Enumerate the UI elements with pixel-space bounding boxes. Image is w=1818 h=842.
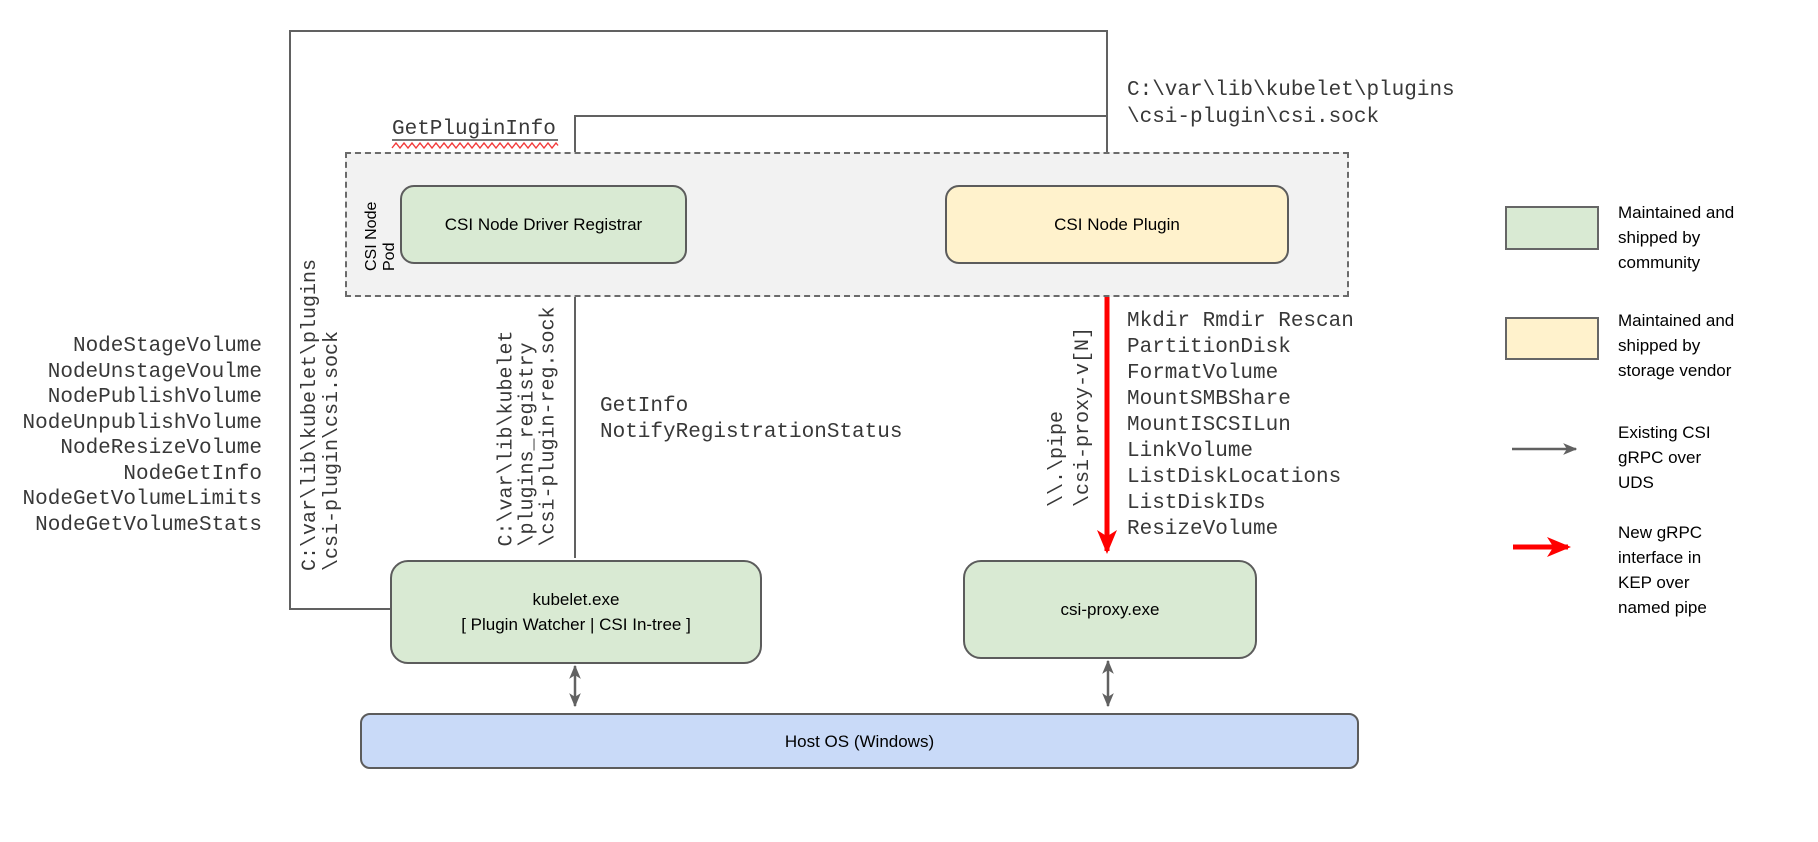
list-item: ListDiskIDs: [1127, 492, 1266, 515]
list-item: NodeResizeVolume: [60, 437, 262, 460]
host-os-label: Host OS (Windows): [784, 731, 935, 751]
list-item: Mkdir Rmdir Rescan: [1127, 310, 1354, 333]
kubelet-label-line2: [ Plugin Watcher | CSI In-tree ]: [461, 615, 691, 634]
list-item: NodeGetVolumeStats: [35, 513, 262, 537]
kubelet-box: kubelet.exe [ Plugin Watcher | CSI In-tr…: [390, 560, 762, 664]
csi-proxy-label: csi-proxy.exe: [1060, 600, 1160, 619]
getplugininfo-squiggle-icon: [391, 141, 559, 150]
csi-sock-path-label: C:\var\lib\kubelet\plugins \csi-plugin\c…: [1127, 79, 1455, 129]
edge-kubelet-to-plugin: [289, 30, 1113, 610]
list-item: LinkVolume: [1127, 440, 1254, 463]
csi-node-plugin-box: CSI Node Plugin: [945, 185, 1289, 264]
legend-community-swatch: [1505, 206, 1599, 250]
list-item: NodeGetInfo: [123, 462, 262, 486]
csi-node-pod-label: CSI Node Pod: [363, 201, 398, 271]
legend-vendor-label: Maintained and shipped by storage vendor: [1618, 311, 1735, 380]
list-item: FormatVolume: [1127, 362, 1279, 385]
list-item: NodeStageVolume: [72, 335, 262, 358]
legend-community-label: Maintained and shipped by community: [1618, 203, 1735, 272]
legend-uds-label: Existing CSI gRPC over UDS: [1618, 423, 1711, 492]
legend-vendor-swatch: [1505, 317, 1599, 360]
csi-proxy-calls-list: Mkdir Rmdir Rescan PartitionDisk FormatV…: [1127, 309, 1354, 543]
list-item: NodeUnpublishVolume: [22, 411, 262, 435]
plugin-label: CSI Node Plugin: [1054, 215, 1180, 234]
list-item: MountSMBShare: [1127, 388, 1291, 411]
csi-sock-path-vertical-label: C:\var\lib\kubelet\plugins \csi-plugin\c…: [299, 258, 344, 571]
getplugininfo-label: GetPluginInfo: [392, 118, 556, 141]
list-item: PartitionDisk: [1127, 336, 1291, 359]
named-pipe-vertical-label: \\.\pipe \csi-proxy-v[N]: [1046, 326, 1095, 507]
kubelet-csi-calls-list: NodeStageVolume NodeUnstageVoulme NodePu…: [22, 334, 262, 538]
registration-calls-label: GetInfo NotifyRegistrationStatus: [600, 395, 903, 444]
list-item: ListDiskLocations: [1127, 466, 1342, 489]
reg-sock-path-vertical-label: C:\var\lib\kubelet \plugins_registry \cs…: [495, 306, 561, 547]
list-item: NodePublishVolume: [47, 386, 262, 409]
registrar-label: CSI Node Driver Registrar: [444, 215, 643, 234]
list-item: MountISCSILun: [1127, 414, 1291, 437]
host-os-box: Host OS (Windows): [360, 713, 1359, 769]
legend-pipe-label: New gRPC interface in KEP over named pip…: [1618, 523, 1707, 617]
csi-proxy-box: csi-proxy.exe: [963, 560, 1257, 659]
list-item: ResizeVolume: [1127, 518, 1279, 541]
csi-node-driver-registrar-box: CSI Node Driver Registrar: [400, 185, 687, 264]
list-item: NodeUnstageVoulme: [47, 360, 262, 384]
kubelet-label-line1: kubelet.exe: [532, 590, 620, 609]
list-item: NodeGetVolumeLimits: [22, 488, 262, 511]
